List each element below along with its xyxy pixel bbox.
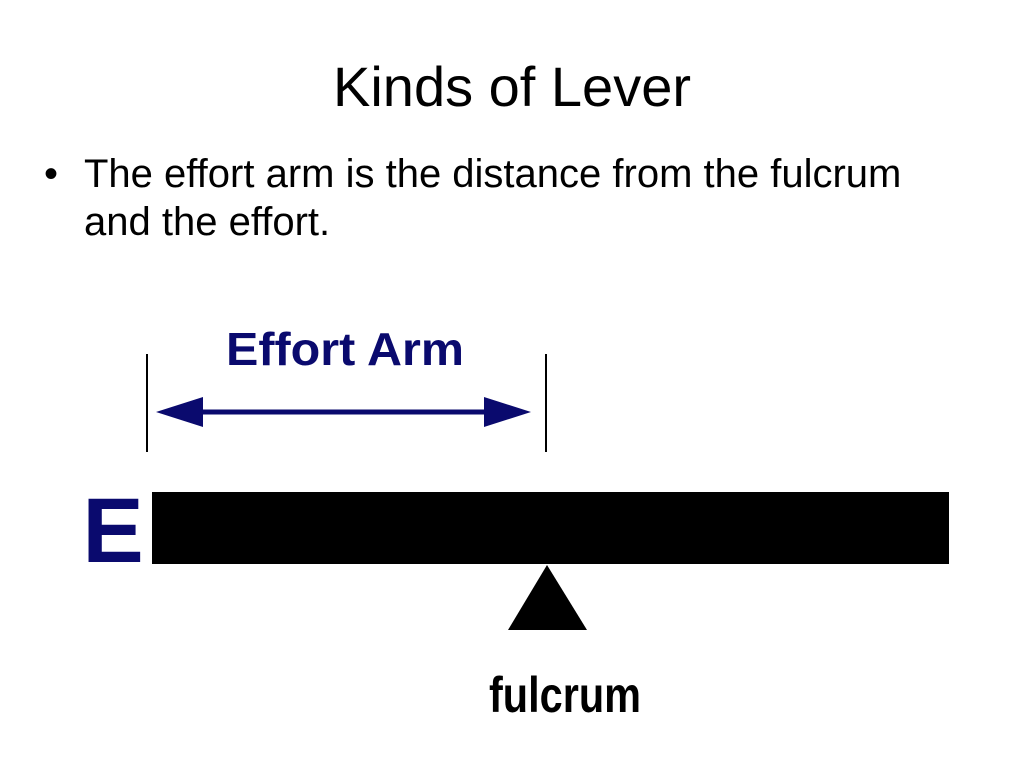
effort-arm-label: Effort Arm (226, 323, 464, 375)
fulcrum-label: fulcrum (489, 667, 641, 723)
arrow-left-head (156, 397, 203, 427)
lever-bar (152, 492, 949, 564)
effort-label: E (82, 480, 143, 582)
fulcrum-triangle (508, 565, 587, 630)
bullet-text: The effort arm is the distance from the … (84, 152, 902, 244)
slide-title: Kinds of Lever (333, 55, 691, 118)
effort-arm-arrow (156, 397, 531, 427)
bullet-marker: • (44, 152, 59, 196)
arrow-right-head (484, 397, 531, 427)
